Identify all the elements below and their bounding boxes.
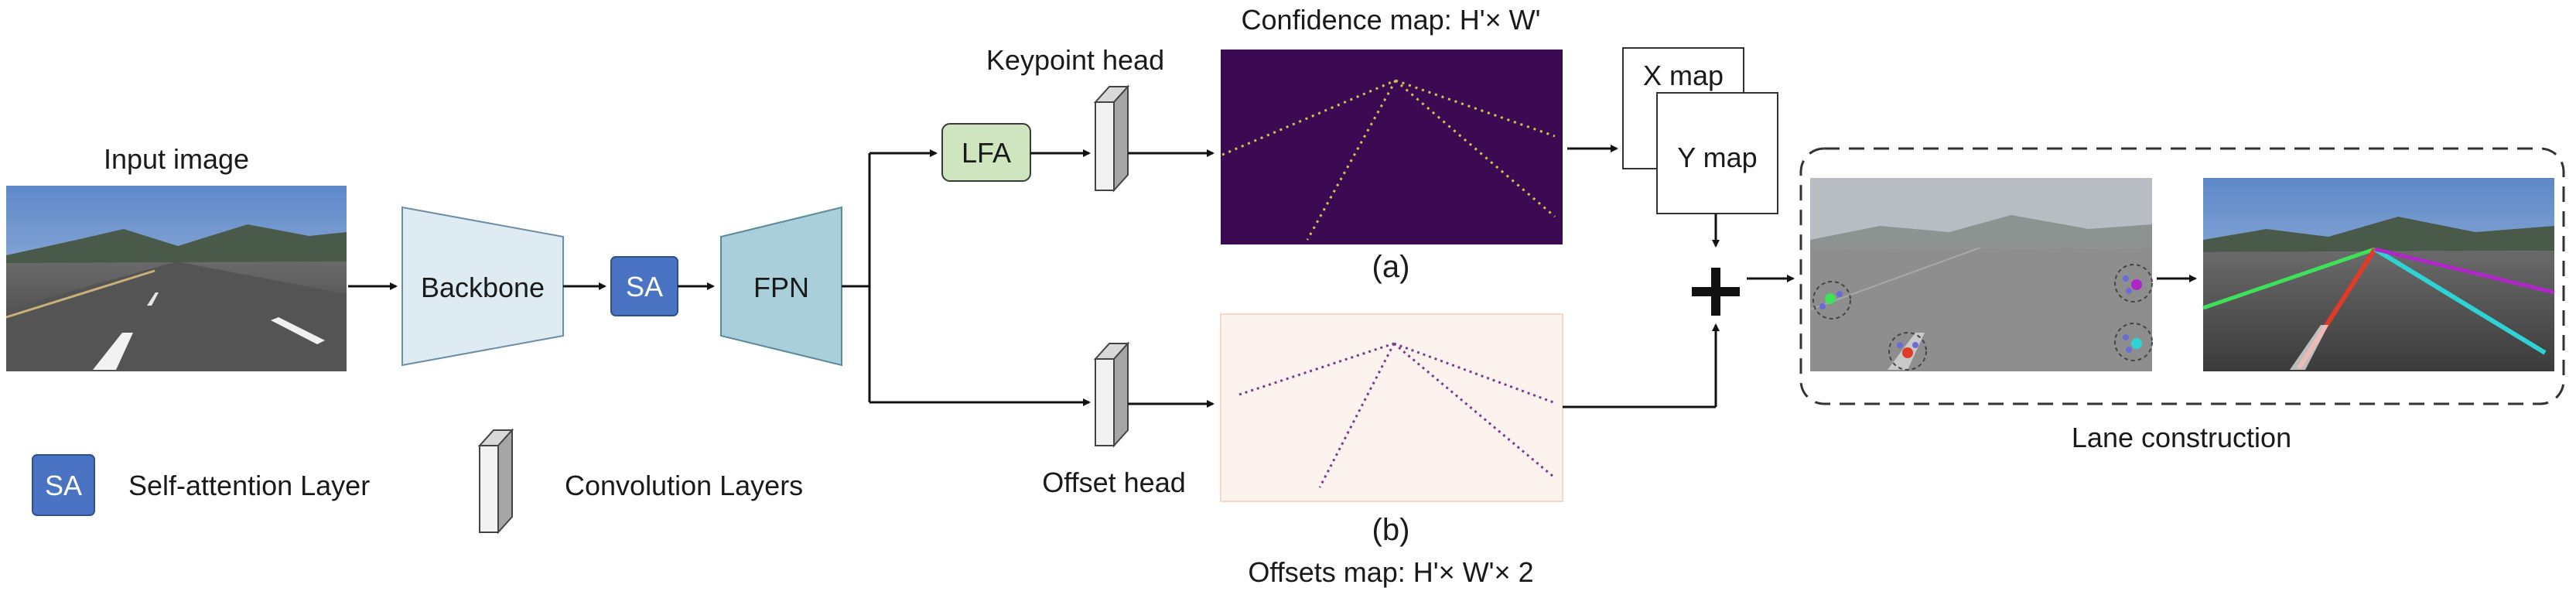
keypoint-cluster-green	[1812, 281, 1851, 320]
input-road-image	[5, 186, 347, 371]
keypoint-cluster-red	[1888, 332, 1927, 371]
y-map-card	[1656, 92, 1778, 214]
keypoint-head-conv-icon	[1093, 84, 1130, 193]
legend-sa-badge	[32, 454, 95, 516]
result-road-image	[2202, 178, 2555, 371]
fpn-label: FPN	[753, 272, 809, 303]
y-map-label: Y map	[1677, 142, 1757, 173]
faded-road-image	[1809, 178, 2152, 371]
panel-a-label: (a)	[1372, 250, 1410, 284]
lane-construction-label: Lane construction	[2072, 422, 2291, 453]
keypoint-head-label: Keypoint head	[986, 44, 1164, 76]
confidence-map-image	[1221, 50, 1563, 244]
panel-b-label: (b)	[1372, 513, 1410, 547]
fpn-block	[720, 206, 842, 367]
arrow-fpn-split	[842, 149, 1091, 406]
lfa-label: LFA	[962, 137, 1011, 169]
arrow-offsets-plus	[1563, 323, 1720, 408]
offset-head-label: Offset head	[1042, 467, 1185, 498]
legend-sa-badge-label: SA	[45, 470, 82, 501]
legend-conv-icon	[477, 428, 514, 535]
keypoint-cluster-cyan	[2114, 323, 2153, 361]
combine-plus-icon	[1692, 268, 1740, 316]
keypoint-cluster-purple	[2114, 264, 2153, 302]
legend-conv-text: Convolution Layers	[565, 470, 803, 501]
confidence-map-label: Confidence map: H'× W'	[1242, 4, 1541, 36]
lane-construction-box	[1799, 147, 2565, 405]
sa-label: SA	[626, 271, 663, 302]
offset-head-conv-icon	[1093, 341, 1130, 448]
x-map-label: X map	[1643, 60, 1724, 91]
input-image-label: Input image	[104, 143, 249, 175]
offsets-map-image	[1220, 313, 1563, 502]
backbone-block	[401, 206, 564, 367]
legend-sa-text: Self-attention Layer	[128, 470, 370, 501]
backbone-label: Backbone	[421, 272, 545, 303]
offsets-map-label: Offsets map: H'× W'× 2	[1248, 556, 1533, 588]
